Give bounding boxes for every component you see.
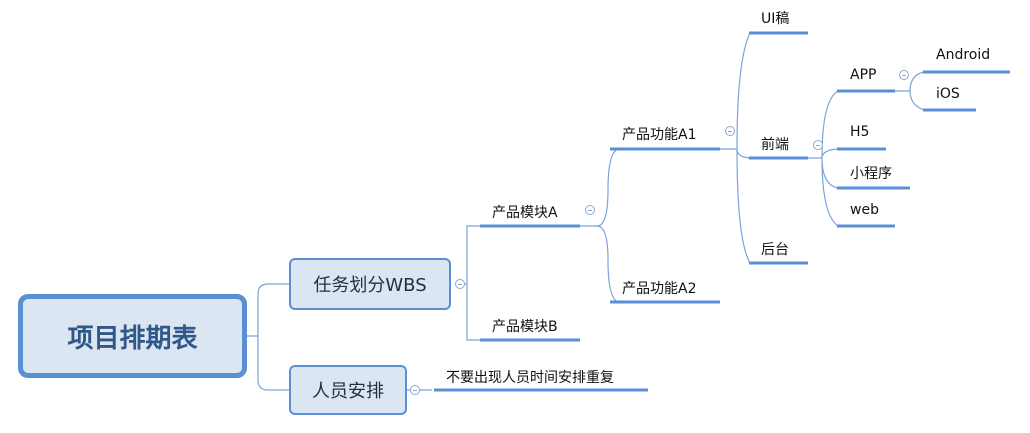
connector-root-wbs (247, 283, 290, 337)
node-func-a2[interactable]: 产品功能A2 (622, 281, 697, 297)
collapse-frontend-icon[interactable] (813, 140, 823, 150)
node-func-a1[interactable]: 产品功能A1 (622, 127, 697, 143)
node-miniprogram[interactable]: 小程序 (850, 166, 892, 182)
collapse-app-icon[interactable] (899, 70, 909, 80)
node-staff-label: 人员安排 (312, 381, 384, 402)
collapse-wbs-icon[interactable] (455, 279, 465, 289)
node-module-b[interactable]: 产品模块B (492, 319, 558, 335)
root-node-label: 项目排期表 (67, 323, 198, 354)
node-wbs-label: 任务划分WBS (313, 275, 427, 296)
connector-app-children (895, 71, 925, 111)
node-frontend[interactable]: 前端 (761, 137, 789, 153)
node-ui[interactable]: UI稿 (761, 11, 790, 27)
node-ios[interactable]: iOS (936, 86, 960, 102)
node-module-a[interactable]: 产品模块A (492, 205, 558, 221)
node-h5[interactable]: H5 (850, 124, 870, 140)
node-app[interactable]: APP (850, 67, 877, 83)
connector-a1-children (720, 32, 751, 264)
connector-modA-functions (580, 148, 621, 303)
collapse-staff-icon[interactable] (410, 385, 420, 395)
node-staff[interactable]: 人员安排 (289, 365, 407, 415)
node-android[interactable]: Android (936, 47, 991, 63)
connector-root-staff (257, 336, 290, 391)
collapse-func-a1-icon[interactable] (725, 126, 735, 136)
node-staff-note[interactable]: 不要出现人员时间安排重复 (446, 370, 614, 386)
node-backend[interactable]: 后台 (761, 242, 789, 258)
root-node[interactable]: 项目排期表 (18, 294, 247, 378)
connector-frontend-children (808, 90, 839, 227)
collapse-module-a-icon[interactable] (585, 205, 595, 215)
node-wbs[interactable]: 任务划分WBS (289, 258, 451, 310)
node-web[interactable]: web (850, 202, 879, 218)
